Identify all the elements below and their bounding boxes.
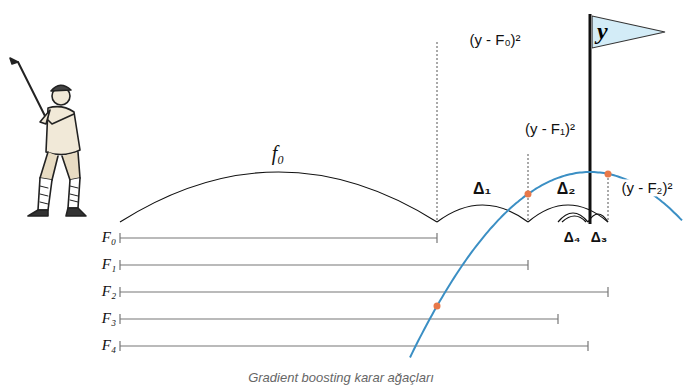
loss-point (525, 191, 532, 198)
loss-label: (y - F₁)² (523, 120, 577, 137)
golfer-figure (10, 58, 86, 216)
row-label: F₁ (102, 256, 116, 273)
function-label: f₀ (272, 142, 285, 165)
step-arcs (120, 172, 608, 222)
delta-label: Δ₄ (564, 229, 581, 245)
flag-node: y (592, 15, 666, 49)
loss-curve (410, 170, 682, 357)
row-label: F₀ (102, 229, 116, 246)
flag-pole (589, 14, 592, 224)
delta-label: Δ₁ (473, 180, 491, 198)
loss-point (434, 303, 441, 310)
loss-label: (y - F₂)² (620, 179, 675, 196)
caption: Gradient boosting karar ağaçları (248, 371, 434, 386)
flag-label: y (592, 15, 666, 43)
loss-point (605, 170, 612, 177)
delta-label: Δ₃ (591, 229, 608, 245)
row-label: F₄ (102, 337, 116, 354)
row-label: F₃ (102, 310, 116, 327)
loss-curve-line (410, 172, 682, 358)
row-label: F₂ (102, 283, 116, 300)
loss-label: (y - F₀)² (467, 31, 522, 48)
drop-lines (437, 42, 608, 222)
row-bars (120, 233, 608, 351)
delta-label: Δ₂ (557, 180, 576, 198)
